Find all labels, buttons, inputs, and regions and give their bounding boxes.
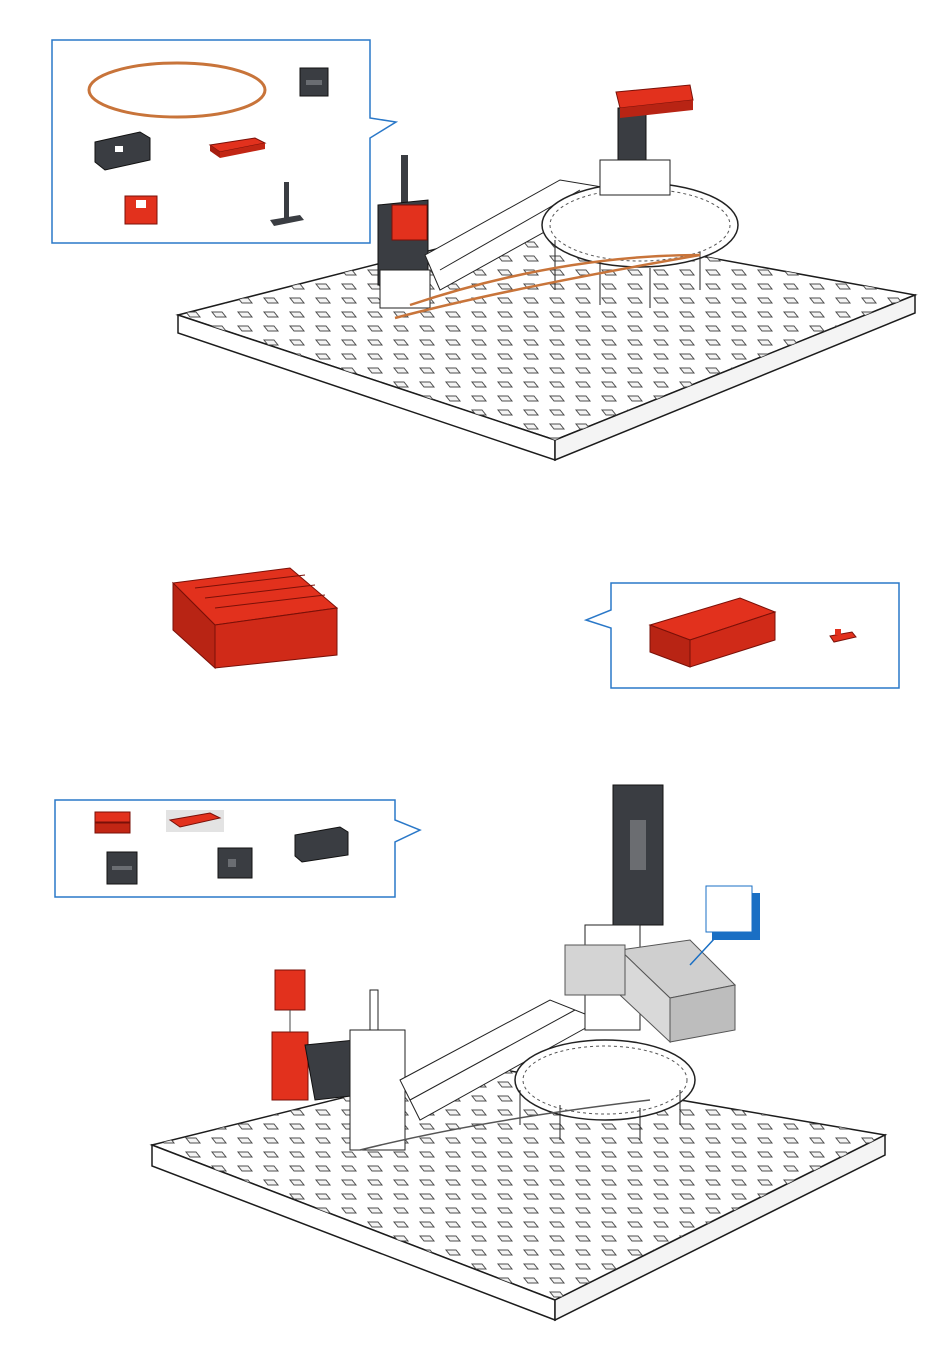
parts-callout-step-1 — [52, 40, 396, 243]
red-plate-icon-step-3 — [166, 810, 224, 832]
highlight-marker — [690, 886, 760, 965]
motor-tower-step-3 — [350, 990, 405, 1150]
baseplate-step-3 — [152, 1065, 885, 1320]
step-2 — [173, 568, 899, 688]
parts-callout-step-2 — [586, 583, 899, 688]
parts-callout-step-3 — [55, 800, 420, 897]
red-building-block-icon — [125, 196, 157, 224]
gray-cube-icon — [218, 848, 252, 878]
step-1 — [52, 40, 915, 460]
building-block-15-gray-icon — [300, 68, 328, 96]
motor-tower-step-1 — [378, 155, 430, 308]
building-block-15-gray-icon-step-3 — [107, 852, 137, 884]
battery-box-large — [173, 568, 337, 668]
baseplate-step-1 — [178, 225, 915, 460]
step-3 — [55, 785, 885, 1320]
red-double-block-icon — [95, 812, 130, 833]
red-blocks-attachment — [272, 970, 360, 1100]
upright-red-top-step-1 — [600, 85, 693, 195]
